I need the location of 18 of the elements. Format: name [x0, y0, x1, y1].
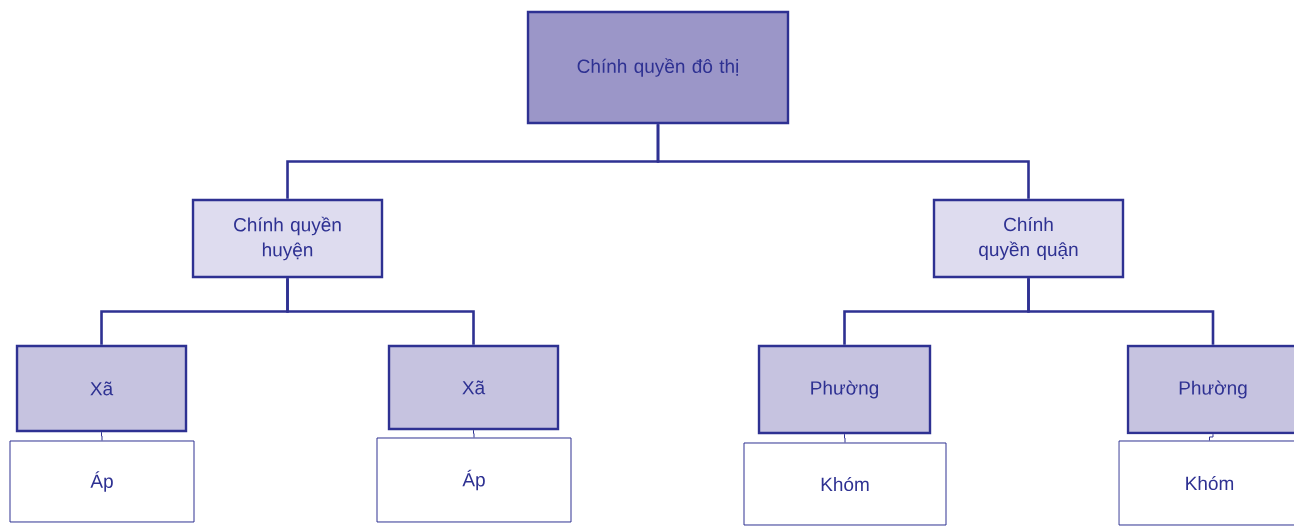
unit-box: Xã: [15, 344, 188, 433]
sub-box: Áp: [376, 437, 572, 523]
top-box: Chính quyền đô thị: [526, 10, 790, 125]
sub-box: Áp: [9, 440, 195, 523]
level-box: Chính quyền quận: [932, 198, 1125, 279]
unit-box: Phường: [1126, 344, 1294, 435]
unit-box: Xã: [387, 344, 560, 431]
sub-box: Khóm: [1118, 440, 1294, 526]
connector: [844, 433, 846, 443]
connector: [656, 124, 1030, 199]
connector: [101, 431, 103, 441]
level-box: Chính quyền huyện: [191, 198, 384, 279]
connector: [1209, 433, 1214, 441]
connector: [473, 429, 475, 438]
connector: [1027, 278, 1215, 345]
unit-box: Phường: [757, 344, 932, 435]
sub-box: Khóm: [743, 442, 947, 526]
connector: [286, 278, 475, 345]
